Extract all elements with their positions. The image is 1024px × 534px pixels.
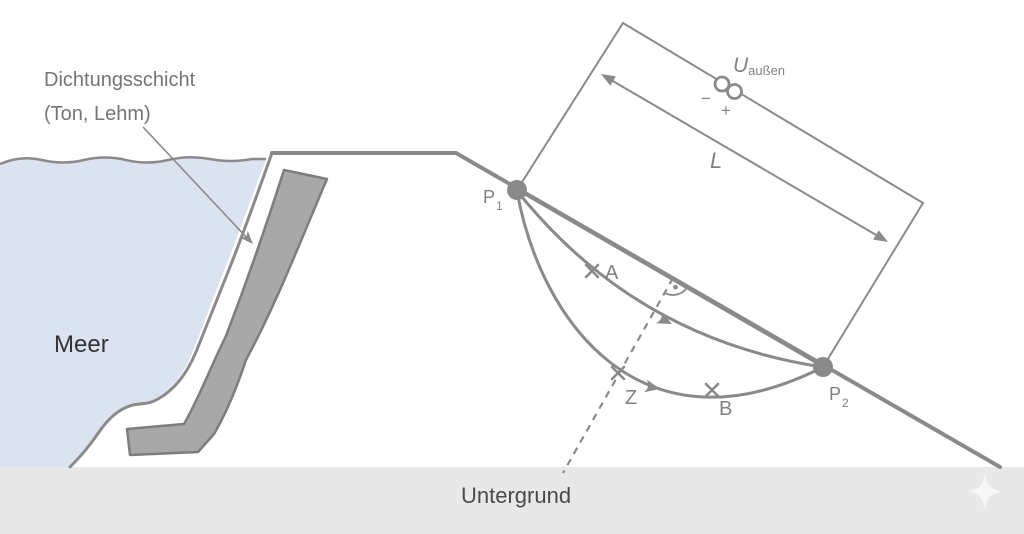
field-line-lower — [515, 190, 824, 399]
water-surface-line — [0, 156, 266, 166]
x-mark-point-a — [584, 263, 600, 279]
sea-water-fill — [0, 157, 267, 467]
field-line-upper — [515, 190, 824, 369]
measurement-rectangle — [515, 21, 925, 369]
perpendicular-dashed-line — [562, 277, 674, 474]
sparkle-icon[interactable] — [969, 473, 1001, 510]
point-b-label: B — [719, 398, 732, 420]
dike-outer-slope-line — [68, 151, 274, 469]
x-mark-point-z — [610, 365, 626, 381]
right-angle-marker — [664, 284, 689, 296]
sealing-layer-band — [125, 168, 329, 457]
point-z-label: Z — [625, 387, 637, 409]
p1-label: P1 — [483, 187, 503, 213]
point-a-label: A — [605, 262, 619, 284]
subsoil-ground-strip — [0, 467, 1024, 534]
sealing-layer-note-line1: Dichtungsschicht — [44, 69, 196, 91]
field-line-upper-arrowhead — [655, 311, 672, 324]
p2-label: P2 — [829, 384, 849, 410]
minus-sign: − — [701, 89, 711, 108]
dike-crest-and-slope-line — [270, 151, 1002, 469]
sealing-layer-note-line2: (Ton, Lehm) — [44, 103, 151, 125]
sealing-layer-pointer-arrow — [142, 126, 253, 244]
voltage-label: Uaußen — [733, 54, 785, 78]
voltage-source-symbol — [713, 75, 743, 100]
sea-label: Meer — [54, 331, 109, 358]
length-measure-arrow — [601, 74, 888, 242]
x-mark-point-b — [704, 382, 720, 398]
length-label: L — [710, 148, 722, 173]
plus-sign: + — [721, 101, 731, 120]
subsoil-label: Untergrund — [461, 483, 571, 508]
field-line-lower-arrowhead — [643, 379, 660, 393]
electrode-p1-dot — [507, 180, 527, 200]
electrode-p2-dot — [813, 357, 833, 377]
